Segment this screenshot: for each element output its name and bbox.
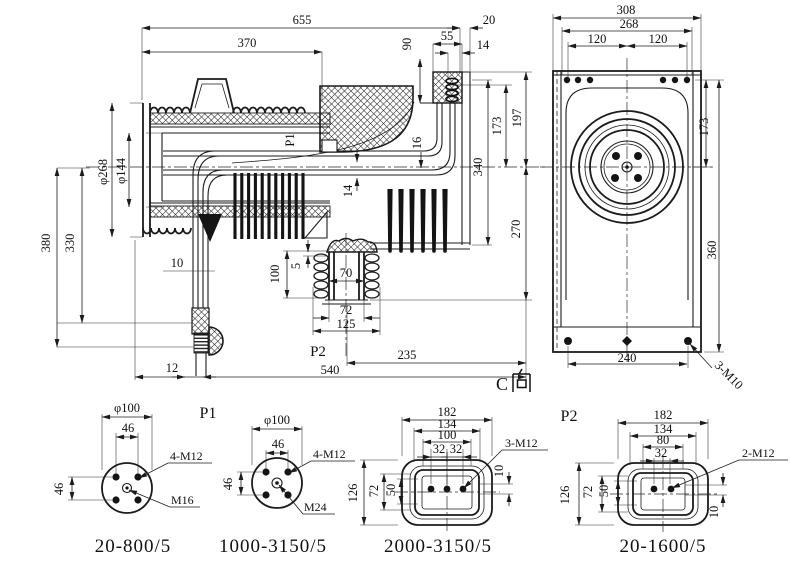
xiang-direction-glyph	[512, 368, 531, 392]
label-b-4m12: 4-M12	[313, 447, 346, 461]
resin-body	[231, 85, 415, 164]
label-d-2m12: 2-M12	[742, 446, 775, 460]
base-plate	[564, 336, 692, 346]
extension-lines-main	[57, 28, 532, 380]
bellows	[233, 173, 305, 239]
dim-173-main: 173	[490, 117, 504, 136]
caption-b: 1000-3150/5	[219, 536, 327, 557]
terminal-ball	[208, 326, 224, 356]
dim-125: 125	[337, 317, 356, 331]
dim-c-126: 126	[346, 484, 360, 503]
inner-panel	[565, 87, 689, 300]
c-view-letter: C	[496, 374, 508, 394]
p2-title: P2	[561, 408, 578, 425]
dim-b-46h: 46	[272, 437, 285, 451]
dim-235: 235	[398, 348, 417, 362]
dim-c-10: 10	[492, 465, 506, 478]
main-section-view: 655 20 370 90 55 14 φ268 φ144 16 14 P1 3…	[39, 13, 545, 394]
bellows-ramp	[303, 210, 328, 239]
dim-a-46h: 46	[122, 421, 135, 435]
dim-c-32l: 32	[433, 442, 446, 456]
dim-d-72: 72	[581, 486, 595, 499]
detail-view-c: 182 134 100 32 32 3-M12 10 126 72 50 200…	[346, 405, 548, 557]
lower-terminal-post	[191, 214, 224, 376]
cooling-fins	[387, 189, 448, 253]
dim-16: 16	[410, 137, 424, 150]
dim-a-46v: 46	[52, 483, 66, 496]
dim-d-80: 80	[657, 433, 670, 447]
dim-b-46v: 46	[221, 478, 235, 491]
dim-20: 20	[483, 13, 496, 27]
dim-d-126: 126	[558, 486, 572, 505]
dim-540: 540	[321, 363, 340, 377]
caption-a: 20-800/5	[95, 536, 172, 557]
dim-c-72: 72	[367, 485, 381, 498]
dim-d-50: 50	[597, 485, 611, 498]
dim-c-100: 100	[438, 428, 457, 442]
dim-340: 340	[471, 158, 485, 177]
p1-title: P1	[200, 405, 217, 422]
dim-c-134: 134	[438, 417, 458, 431]
dim-c-182: 182	[438, 405, 457, 419]
end-view: 308 268 120 120 173 360 240 3-M10	[540, 3, 746, 392]
dim-380: 380	[39, 234, 53, 253]
dim-655: 655	[293, 13, 312, 27]
dim-c-32r: 32	[450, 442, 463, 456]
dim-10: 10	[171, 256, 184, 270]
dim-120-left: 120	[588, 32, 607, 46]
dim-197: 197	[510, 109, 524, 128]
c-view-direction-label: C	[496, 368, 531, 394]
p2-tap-box	[313, 233, 380, 358]
label-a-4m12: 4-M12	[170, 449, 203, 463]
dim-14-top: 14	[477, 38, 490, 52]
dim-173-end: 173	[697, 118, 711, 137]
extension-lines-end	[552, 14, 724, 368]
dim-268: 268	[620, 17, 639, 31]
label-3-m10: 3-M10	[712, 358, 746, 392]
dim-phi144: φ144	[114, 157, 128, 184]
dim-72: 72	[340, 303, 353, 317]
label-p1-main: P1	[283, 133, 297, 146]
dim-d-10: 10	[707, 506, 721, 519]
dim-70: 70	[340, 266, 353, 280]
dim-240: 240	[618, 351, 637, 365]
dim-12: 12	[166, 361, 179, 375]
dim-55: 55	[441, 29, 454, 43]
dim-120-right: 120	[649, 32, 668, 46]
detail-view-b: φ100 46 46 4-M12 M24 1000-3150/5	[219, 413, 355, 557]
dim-90: 90	[400, 38, 414, 51]
dim-370: 370	[238, 36, 257, 50]
label-c-3m12: 3-M12	[505, 436, 538, 450]
dim-a-phi100: φ100	[114, 401, 140, 415]
label-a-m16: M16	[171, 493, 194, 507]
caption-c: 2000-3150/5	[384, 536, 492, 557]
dim-5: 5	[289, 263, 303, 269]
detail-view-d: P2 182 134 80 32 2-M12 126 72 50 10 20-1…	[558, 408, 788, 557]
dim-d-182: 182	[654, 408, 673, 422]
flange-circles	[570, 110, 684, 224]
dim-330: 330	[63, 234, 77, 253]
dim-360: 360	[705, 241, 719, 260]
label-b-m24: M24	[304, 500, 327, 514]
caption-d: 20-1600/5	[619, 536, 706, 557]
detail-view-a: P1 φ100 46 46 4-M12 M16 20-800/5	[52, 271, 216, 557]
dimension-lines-main	[54, 25, 529, 380]
dimension-lines-end	[552, 15, 722, 369]
dim-phi268: φ268	[96, 159, 110, 185]
dim-d-32: 32	[655, 446, 668, 460]
dim-308: 308	[617, 3, 636, 17]
top-bolt-dots	[563, 76, 691, 84]
dim-c-50: 50	[384, 484, 398, 497]
label-p2-main: P2	[310, 344, 326, 360]
dim-14-mid: 14	[341, 184, 355, 197]
dim-d-134: 134	[654, 422, 674, 436]
dim-100: 100	[268, 265, 282, 284]
left-insulator-cylinder	[142, 78, 331, 237]
dim-b-phi100: φ100	[264, 413, 290, 427]
conductor-lines	[163, 103, 456, 308]
dim-270: 270	[509, 220, 523, 239]
terminal-coil	[445, 77, 459, 103]
